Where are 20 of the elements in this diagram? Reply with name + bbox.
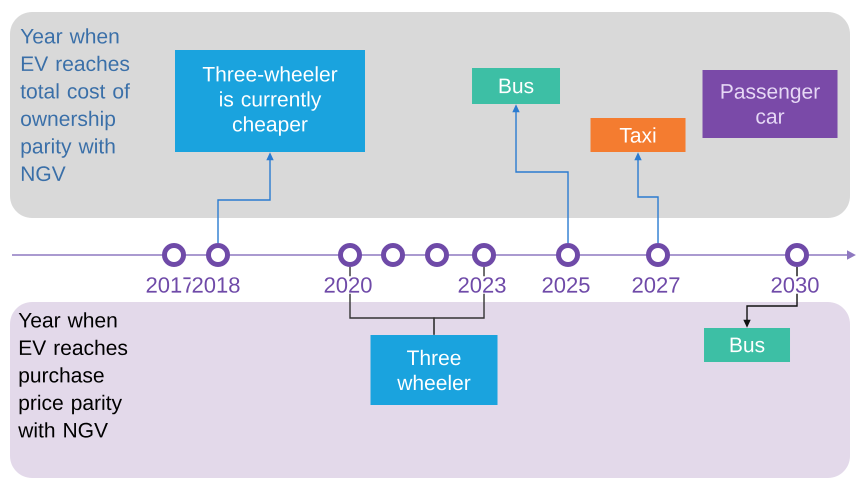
label-box: Taxi (590, 118, 686, 152)
label-box: Three wheeler (370, 335, 498, 405)
timeline-marker (472, 243, 496, 267)
timeline-marker (338, 243, 362, 267)
label-box: Bus (704, 328, 790, 362)
timeline-marker (381, 243, 405, 267)
label-box: Three-wheeler is currently cheaper (175, 50, 365, 152)
year-label: 2023 (456, 276, 508, 294)
timeline-marker (646, 243, 670, 267)
year-label: 2030 (770, 276, 820, 294)
timeline-marker (206, 243, 230, 267)
year-label: 2020 (322, 276, 374, 294)
timeline-marker (425, 243, 449, 267)
year-label: 2025 (540, 276, 592, 294)
timeline-marker (556, 243, 580, 267)
label-box: Bus (472, 68, 560, 104)
timeline-marker (162, 243, 186, 267)
timeline-marker (785, 243, 809, 267)
year-label: 2027 (630, 276, 682, 294)
label-box: Passenger car (702, 70, 838, 138)
